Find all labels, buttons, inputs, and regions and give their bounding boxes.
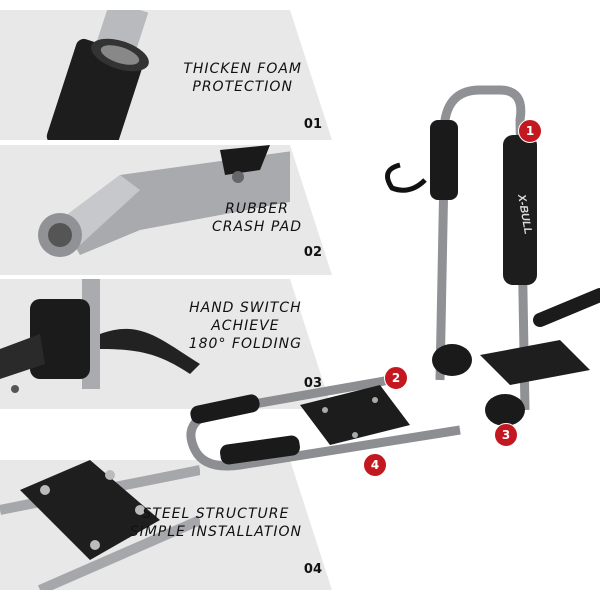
feature-title-line: HAND SWITCH — [189, 300, 302, 316]
feature-title: RUBBER CRASH PAD — [212, 200, 302, 236]
callout-marker: 3 — [494, 423, 518, 447]
feature-number: 02 — [303, 245, 322, 260]
feature-title-line: STEEL STRUCTURE — [142, 506, 290, 522]
foam-tube-image — [46, 10, 149, 140]
feature-title-line: 180° FOLDING — [188, 336, 302, 352]
feature-title-line: THICKEN FOAM — [183, 61, 302, 77]
feature-title: THICKEN FOAM PROTECTION — [183, 60, 302, 96]
feature-title: HAND SWITCH ACHIEVE 180° FOLDING — [189, 299, 302, 353]
feature-title-line: RUBBER — [225, 201, 289, 217]
feature-panel-foam: THICKEN FOAM PROTECTION 01 — [0, 10, 332, 140]
feature-title-line: ACHIEVE — [211, 318, 280, 334]
feature-title-line: CRASH PAD — [211, 219, 302, 235]
crash-pad-tube-image — [38, 145, 290, 257]
feature-panel-crash-pad: RUBBER CRASH PAD 02 — [0, 145, 332, 275]
feature-number: 03 — [303, 376, 322, 391]
steel-structure-image — [0, 460, 200, 590]
hand-switch-image — [0, 279, 200, 393]
feature-panel-steel-structure: STEEL STRUCTURE SIMPLE INSTALLATION 04 — [0, 460, 332, 590]
feature-title-line: SIMPLE INSTALLATION — [129, 524, 302, 540]
callout-marker: 4 — [363, 453, 387, 477]
callout-marker: 2 — [384, 366, 408, 390]
kayak-rack-product-image: X-BULL — [186, 85, 600, 471]
feature-title-line: PROTECTION — [192, 79, 293, 95]
callout-marker: 1 — [518, 119, 542, 143]
feature-title: STEEL STRUCTURE SIMPLE INSTALLATION — [130, 505, 302, 541]
feature-panel-hand-switch: HAND SWITCH ACHIEVE 180° FOLDING 03 — [0, 279, 332, 409]
feature-number: 01 — [303, 117, 322, 132]
feature-number: 04 — [303, 562, 322, 577]
